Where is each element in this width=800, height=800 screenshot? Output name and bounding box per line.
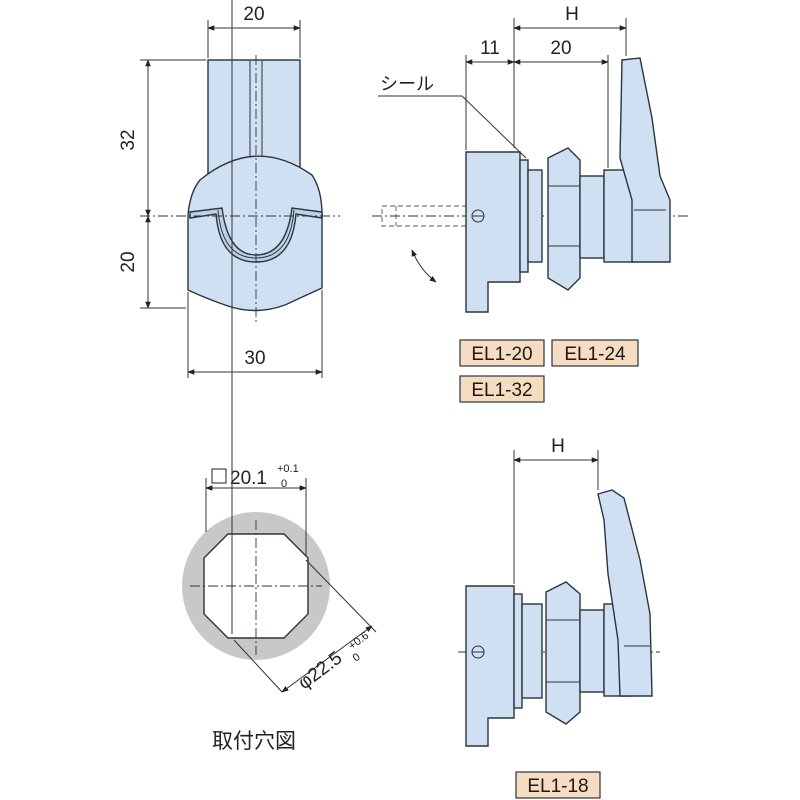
- side2-nut: [545, 581, 581, 725]
- diameter-dim: φ22.5: [294, 648, 346, 694]
- dim-h-2: H: [551, 436, 565, 457]
- square-tol-lower: 0: [281, 478, 287, 490]
- dim-h: H: [565, 4, 579, 25]
- dim-height-lower: 20: [118, 251, 139, 272]
- hole-outline: [203, 533, 309, 639]
- model-label: EL1-24: [564, 344, 626, 365]
- side-seal: [519, 159, 529, 273]
- side-lever: [619, 57, 671, 263]
- model-badge-el1-18: [515, 771, 601, 799]
- side-view-2: H EL1-18: [458, 436, 660, 799]
- model-badge-el1-20: [459, 339, 545, 367]
- model-badge-el1-32: [459, 375, 545, 403]
- diameter-tol-lower: 0: [351, 651, 363, 664]
- model-label: EL1-20: [471, 344, 532, 365]
- side-flange: [465, 151, 521, 313]
- dim-top-width: 20: [243, 4, 264, 25]
- dim-20: 20: [550, 38, 571, 59]
- seal-label: シール: [380, 74, 434, 95]
- diameter-tol-upper: +0.6: [347, 630, 372, 653]
- model-badge-el1-24: [551, 339, 639, 367]
- hole-caption: 取付穴図: [212, 729, 296, 753]
- square-tol-upper: +0.1: [277, 463, 299, 475]
- dim-11: 11: [480, 38, 500, 59]
- side-view: H 11 20 シール EL1-20 EL1-24 EL1-32: [372, 4, 690, 403]
- front-body: [187, 155, 323, 312]
- side-nut: [547, 147, 581, 291]
- square-symbol: [211, 468, 227, 484]
- model-label: EL1-18: [527, 776, 588, 797]
- side2-flange: [465, 585, 515, 747]
- dim-bottom-width: 30: [244, 348, 265, 369]
- dim-height-upper: 32: [118, 129, 139, 150]
- mounting-hole-view: 20.1 +0.1 0 φ22.5 +0.6 0 取付穴図: [182, 0, 377, 753]
- front-view: 20 32 20 30: [118, 4, 340, 378]
- side2-lever: [597, 489, 653, 697]
- model-label: EL1-32: [471, 380, 532, 401]
- square-dim: 20.1: [230, 468, 267, 489]
